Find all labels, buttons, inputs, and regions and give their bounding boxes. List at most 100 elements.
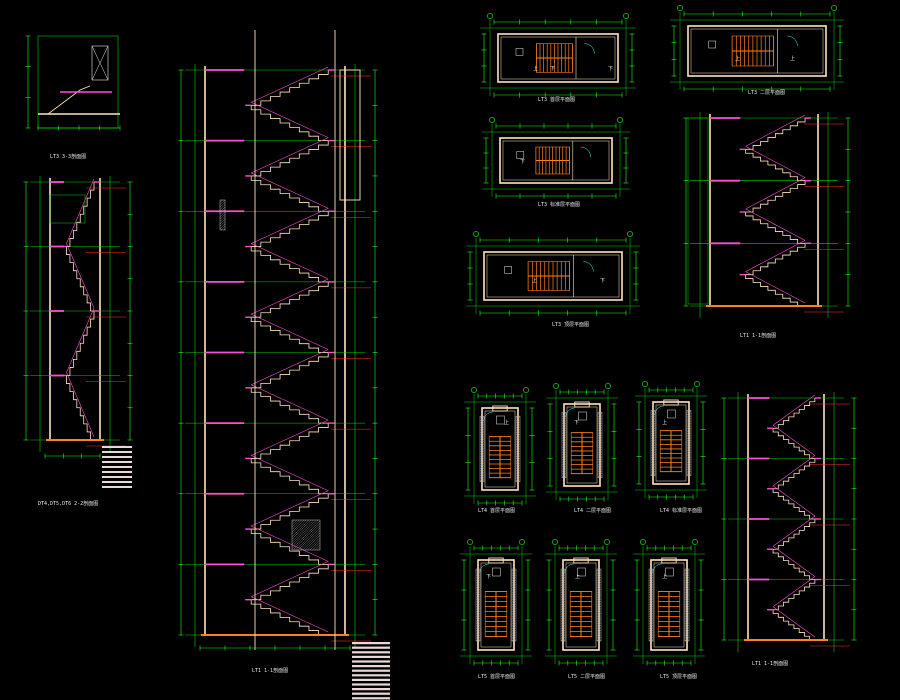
- design-note-line: [352, 692, 390, 695]
- design-note-line: [102, 456, 132, 458]
- stair-tag-box: [504, 266, 512, 274]
- door-swing: [483, 411, 493, 422]
- hatch-line: [596, 598, 602, 603]
- hatch-line: [560, 610, 566, 615]
- hatch-line: [515, 440, 521, 446]
- hatch-line: [687, 639, 690, 642]
- hatch-line: [291, 519, 312, 540]
- door-frame: [573, 557, 589, 564]
- hatch-line: [479, 452, 485, 458]
- hatch-line: [597, 424, 603, 430]
- hatch-line: [561, 417, 567, 422]
- hatch-line: [515, 426, 521, 431]
- hatch-line: [596, 574, 602, 579]
- stair-tag-box: [577, 567, 586, 577]
- design-note-line: [102, 486, 132, 488]
- axis-bubble: [692, 539, 698, 545]
- stair-tag-box: [516, 151, 525, 159]
- hatch-line: [597, 446, 603, 451]
- hatch-line: [648, 620, 654, 625]
- stair-tag-box: [496, 415, 505, 425]
- hatch-line: [219, 218, 226, 225]
- hatch-line: [475, 586, 481, 591]
- handrail: [66, 178, 95, 244]
- stair-tag: 上: [504, 419, 509, 426]
- hatch-line: [684, 572, 690, 577]
- hatch-line: [597, 415, 603, 420]
- axis-bubble: [617, 117, 623, 123]
- axis-bubble: [831, 5, 837, 11]
- hatch-block: [597, 411, 603, 479]
- hatch-line: [650, 415, 656, 420]
- hatch-line: [561, 422, 567, 427]
- plan-wall: [477, 559, 515, 651]
- hatch-line: [479, 445, 485, 450]
- hatch-line: [596, 612, 602, 618]
- hatch-line: [597, 412, 603, 418]
- stair-flight: [251, 564, 329, 601]
- hatch-line: [475, 612, 481, 618]
- hatch-line: [515, 462, 521, 467]
- hatch-line: [651, 639, 654, 642]
- hatch-line: [597, 458, 603, 463]
- hatch-line: [686, 458, 692, 464]
- hatch-line: [515, 416, 521, 422]
- handrail: [745, 177, 806, 210]
- hatch-line: [511, 576, 517, 582]
- hatch-line: [223, 228, 226, 231]
- design-note-line: [352, 683, 390, 686]
- door-swing: [787, 35, 798, 47]
- hatch-line: [650, 413, 656, 418]
- hatch-line: [561, 472, 567, 478]
- hatch-line: [648, 600, 654, 606]
- design-note-line: [102, 451, 132, 453]
- stair-flight: [66, 246, 94, 312]
- hatch-line: [561, 439, 567, 444]
- hatch-line: [219, 214, 226, 220]
- hatch-line: [560, 622, 566, 627]
- hatch-block: [515, 415, 521, 483]
- hatch-line: [515, 428, 521, 434]
- stair-flight: [47, 85, 91, 115]
- caption-lt4-plan-1: LT4 首层平面图: [478, 507, 515, 514]
- hatch-line: [561, 429, 567, 434]
- stair-tag-box: [515, 48, 524, 56]
- hatch-line: [291, 520, 321, 549]
- hatch-line: [219, 216, 226, 222]
- hatch-line: [514, 639, 517, 642]
- hatch-line: [561, 448, 567, 454]
- hatch-line: [560, 579, 566, 584]
- design-note-line: [102, 466, 132, 468]
- hatch-line: [219, 223, 226, 229]
- axis-bubble: [471, 387, 477, 393]
- hatch-line: [596, 596, 602, 601]
- hatch-line: [312, 542, 321, 551]
- hatch-line: [511, 574, 517, 579]
- stair-flight: [66, 182, 95, 247]
- hatch-block: [561, 411, 567, 479]
- caption-lt3-plan-std: LT3 标准层平面图: [538, 201, 580, 208]
- hatch-line: [479, 416, 483, 419]
- hatch-line: [650, 463, 656, 468]
- hatch-line: [511, 632, 517, 637]
- hatch-line: [650, 466, 656, 471]
- stair-flight: [772, 488, 815, 520]
- plan-wall: [650, 559, 688, 651]
- design-note-line: [352, 646, 390, 649]
- door-swing: [565, 407, 575, 418]
- hatch-line: [597, 456, 603, 461]
- hatch-line: [561, 412, 565, 415]
- stair-tag: 上: [662, 573, 667, 580]
- plan-wall: [481, 407, 519, 491]
- hatch-line: [515, 445, 521, 450]
- hatch-line: [597, 439, 603, 444]
- handrail: [772, 455, 816, 486]
- axis-bubble: [467, 539, 473, 545]
- hatch-line: [475, 634, 481, 639]
- hatch-outline: [650, 409, 656, 477]
- hatch-line: [515, 438, 521, 443]
- hatch-line: [475, 620, 481, 625]
- stair-flight: [745, 149, 806, 182]
- door-swing: [652, 563, 662, 574]
- stair-flight: [250, 175, 329, 212]
